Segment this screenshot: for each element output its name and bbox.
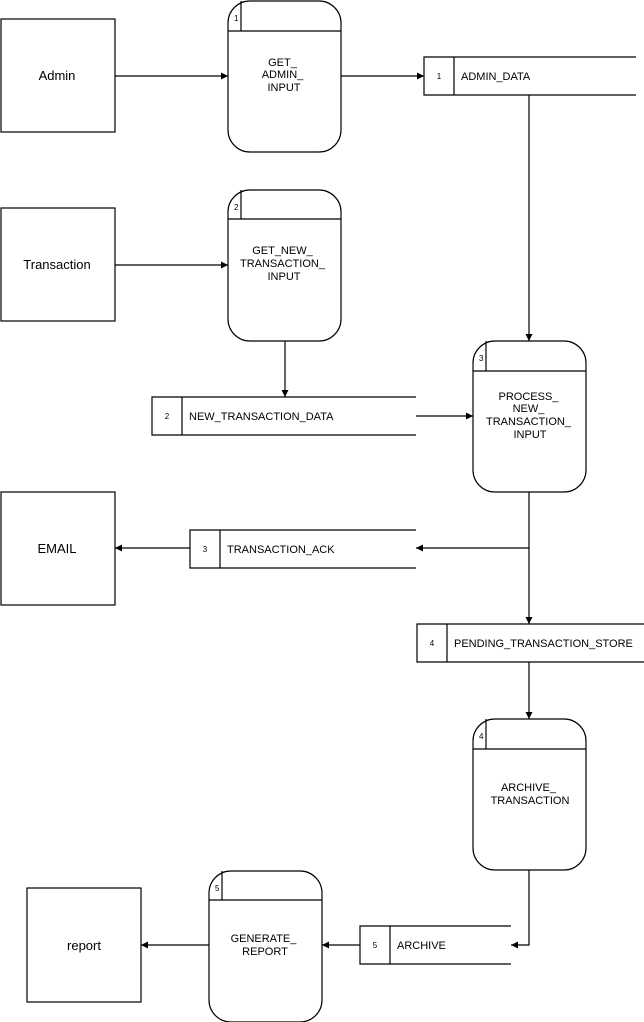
store-2-new-transaction-data: 2 NEW_TRANSACTION_DATA [151, 396, 416, 436]
flow-process-4-to-archive [511, 870, 530, 949]
entity-email: EMAIL [0, 491, 116, 606]
store-1-admin-data: 1 ADMIN_DATA [423, 56, 636, 96]
store-4-pending-transaction-store: 4 PENDING_TRANSACTION_STORE [416, 623, 644, 663]
process-1-number: 1 [234, 14, 239, 23]
store-5-number: 5 [373, 941, 378, 950]
store-4-number: 4 [430, 639, 435, 648]
store-5-label: ARCHIVE [397, 940, 446, 952]
store-4-label: PENDING_TRANSACTION_STORE [454, 638, 633, 650]
entity-transaction-label: Transaction [23, 257, 90, 272]
process-5-label: GENERATE_ REPORT [231, 933, 300, 958]
store-3-transaction-ack: 3 TRANSACTION_ACK [189, 529, 416, 569]
store-2-number: 2 [165, 412, 170, 421]
store-1-label: ADMIN_DATA [461, 71, 531, 83]
entity-transaction: Transaction [0, 207, 116, 322]
entity-email-label: EMAIL [37, 541, 76, 556]
store-3-label: TRANSACTION_ACK [227, 544, 335, 556]
entity-report-label: report [67, 938, 101, 953]
process-3-process-new-transaction-input: 3 PROCESS_ NEW_ TRANSACTION_ INPUT [472, 340, 587, 493]
store-1-number: 1 [437, 72, 442, 81]
process-2-label: GET_NEW_ TRANSACTION_ INPUT [240, 245, 328, 283]
process-5-generate-report: 5 GENERATE_ REPORT [208, 870, 323, 1022]
process-1-label: GET_ ADMIN_ INPUT [262, 57, 307, 94]
process-5-number: 5 [215, 884, 220, 893]
process-4-number: 4 [479, 732, 484, 741]
process-2-get-new-transaction-input: 2 GET_NEW_ TRANSACTION_ INPUT [227, 189, 342, 342]
entity-report: report [26, 887, 142, 1003]
process-4-label: ARCHIVE_ TRANSACTION [491, 782, 570, 807]
store-2-label: NEW_TRANSACTION_DATA [189, 411, 334, 423]
process-4-archive-transaction: 4 ARCHIVE_ TRANSACTION [472, 718, 587, 871]
store-5-archive: 5 ARCHIVE [359, 925, 511, 965]
entity-admin: Admin [0, 18, 116, 133]
process-1-get-admin-input: 1 GET_ ADMIN_ INPUT [227, 0, 342, 153]
entity-admin-label: Admin [39, 68, 76, 83]
process-3-label: PROCESS_ NEW_ TRANSACTION_ INPUT [486, 391, 574, 441]
store-3-number: 3 [203, 545, 208, 554]
process-3-number: 3 [479, 354, 484, 363]
process-2-number: 2 [234, 203, 239, 212]
flow-process-3-to-transaction-ack [416, 492, 530, 552]
